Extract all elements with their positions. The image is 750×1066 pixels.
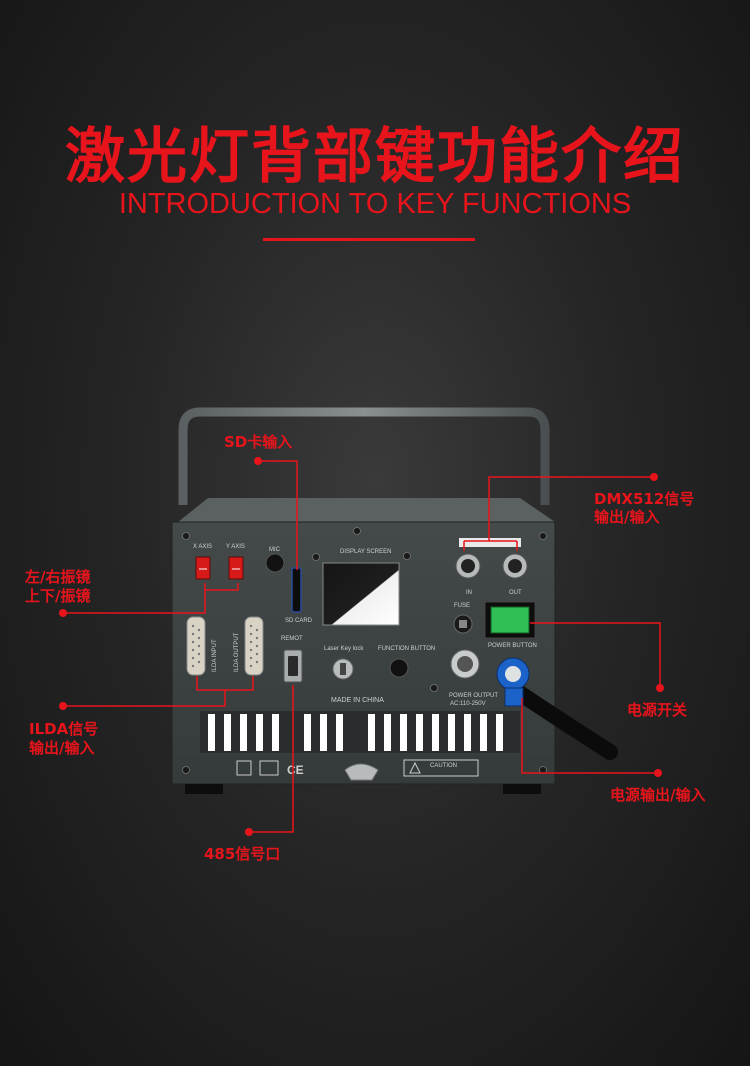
callout-rs485: 485信号口 <box>204 845 281 863</box>
foot-left <box>185 784 223 794</box>
y-axis-switch[interactable] <box>228 556 244 580</box>
weee-bin-icon <box>236 760 252 776</box>
callout-ilda-line1: ILDA信号 <box>29 720 99 738</box>
made-in-china: MADE IN CHINA <box>331 697 384 704</box>
callout-dmx-line1: DMX512信号 <box>594 490 695 508</box>
title-underline <box>263 238 475 241</box>
callout-galvo-line2: 上下/振镜 <box>25 587 91 605</box>
title-english: INTRODUCTION TO KEY FUNCTIONS <box>118 188 632 220</box>
ac-range-label: AC:110-250V <box>450 701 486 707</box>
power-switch[interactable] <box>490 606 530 634</box>
certification-icon <box>259 760 279 776</box>
caution-label: CAUTION <box>430 763 457 769</box>
dmx-in-label: IN <box>466 590 472 596</box>
top-bevel <box>178 498 555 522</box>
foot-right <box>503 784 541 794</box>
dmx-out-label: OUT <box>509 590 522 596</box>
heatsink-fins <box>208 714 503 751</box>
function-button[interactable] <box>389 658 409 678</box>
mic-label: MIC <box>269 547 281 553</box>
display-screen <box>322 562 400 626</box>
sd-card-slot[interactable] <box>291 567 302 613</box>
ilda-output-connector[interactable] <box>244 616 264 676</box>
fuse-label: FUSE <box>454 603 470 609</box>
callout-ilda-line2: 输出/输入 <box>29 739 95 757</box>
warning-triangle-icon <box>409 761 421 774</box>
callout-dmx-line2: 输出/输入 <box>594 508 660 526</box>
sd-card-label: SD CARD <box>285 618 313 624</box>
heatsink-area <box>200 711 520 753</box>
dmx-label-strip <box>459 538 521 547</box>
laser-key-lock-label: Laser Key lock <box>324 646 364 652</box>
mic-jack[interactable] <box>265 553 285 573</box>
ilda-output-label: ILDA OUTPUT <box>234 632 240 672</box>
callout-galvo-line1: 左/右振镜 <box>25 568 91 586</box>
callout-sd-card: SD卡输入 <box>224 433 293 451</box>
ilda-input-connector[interactable] <box>186 616 206 676</box>
function-button-label: FUNCTION BUTTON <box>378 646 435 652</box>
x-axis-switch[interactable] <box>195 556 211 580</box>
title-chinese: 激光灯背部键功能介绍 <box>65 122 685 192</box>
y-axis-label: Y AXIS <box>226 544 245 550</box>
safety-key-knob[interactable] <box>344 763 379 781</box>
callout-power-io: 电源输出/输入 <box>610 786 706 804</box>
power-button-label: POWER BUTTON <box>488 643 537 649</box>
callout-power-switch: 电源开关 <box>627 701 688 719</box>
ilda-input-label: ILDA INPUT <box>212 639 218 672</box>
x-axis-label: X AXIS <box>193 544 212 550</box>
handle <box>178 407 550 505</box>
callout-dots <box>59 457 664 836</box>
ce-mark-icon: CE <box>287 763 304 777</box>
caution-label-box <box>403 759 479 777</box>
callout-lines <box>63 460 661 833</box>
power-cable <box>507 682 618 760</box>
remot-label: REMOT <box>281 636 303 642</box>
ilda-pins <box>191 624 259 668</box>
display-screen-label: DISPLAY SCREEN <box>340 549 391 555</box>
power-output-label: POWER OUTPUT <box>449 693 498 699</box>
panel-screws <box>182 527 547 774</box>
